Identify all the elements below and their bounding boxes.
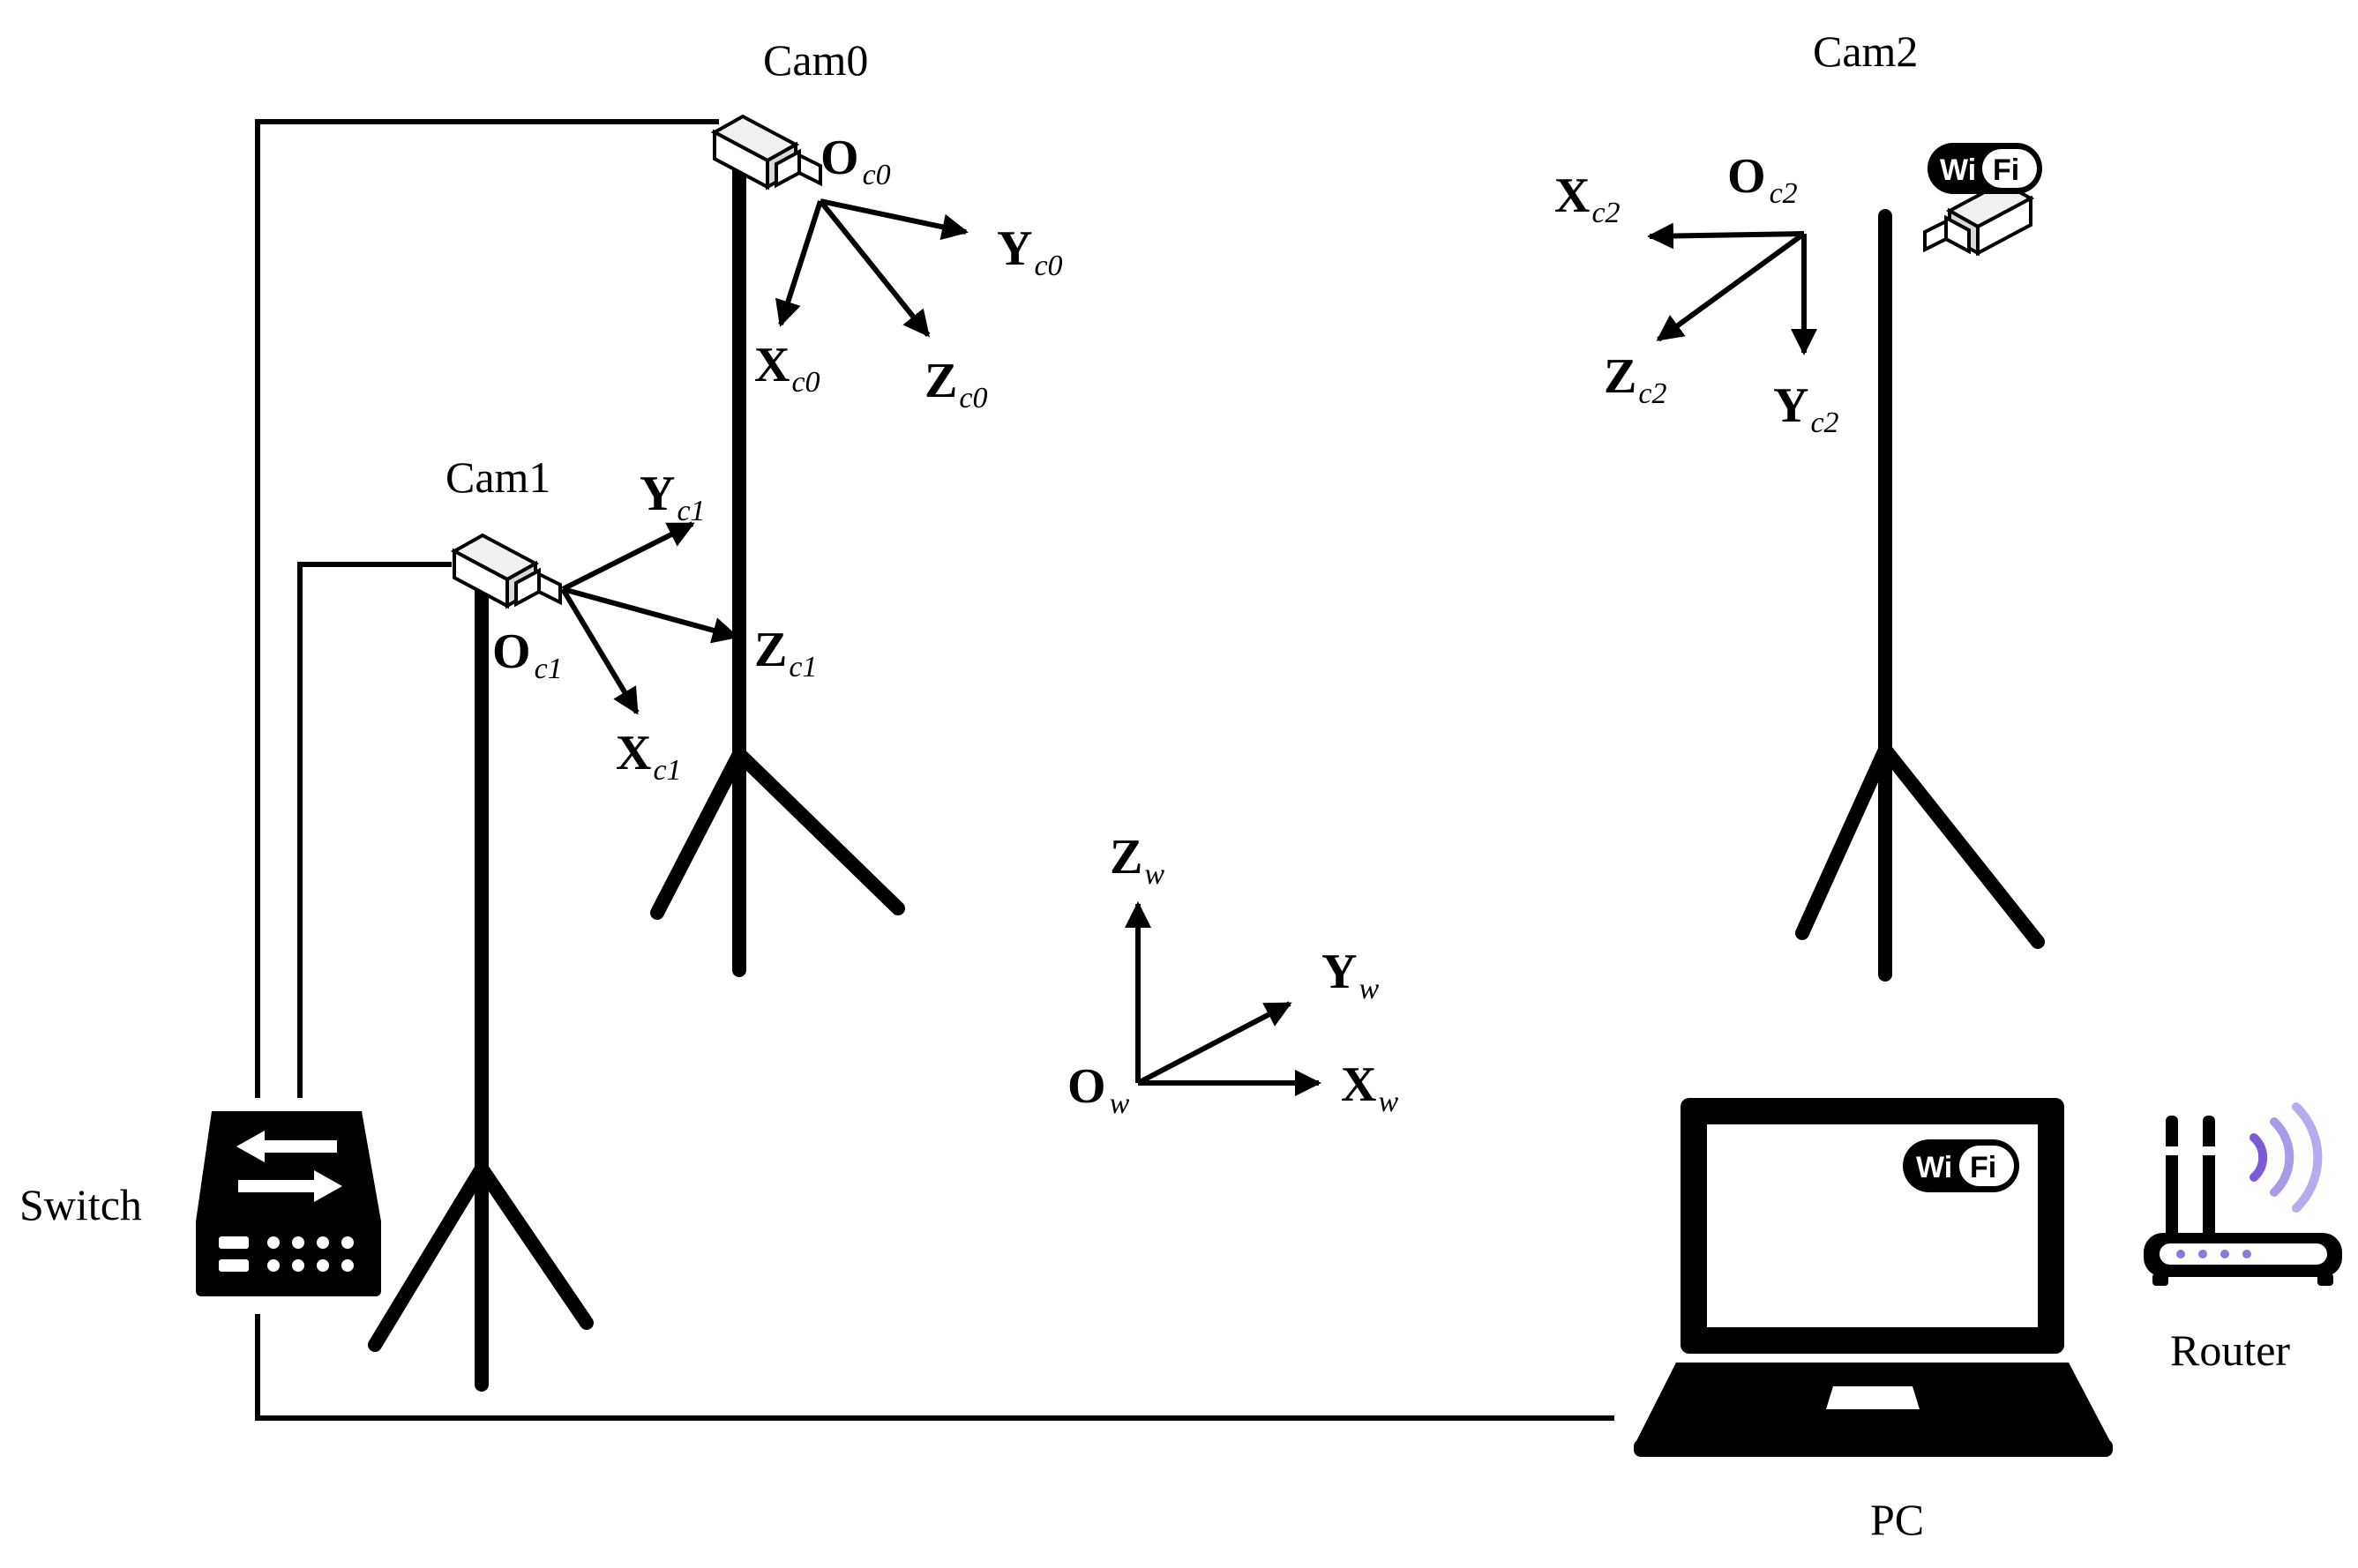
- cam0-label: Cam0: [763, 35, 868, 85]
- network-switch-icon: [196, 1111, 381, 1296]
- axis-z-c1-label: Zc1: [754, 623, 817, 683]
- frame-c2-axes: [1647, 222, 1817, 355]
- wifi-wi-text: Wi: [1940, 153, 1976, 187]
- camera-icon: [713, 115, 822, 189]
- frame-c0-axes: [775, 198, 969, 338]
- wifi-fi-text: Fi: [1993, 153, 2019, 187]
- pc-label: PC: [1870, 1495, 1924, 1544]
- wifi-fi-text: Fi: [1970, 1151, 1996, 1184]
- cam2-label: Cam2: [1813, 26, 1918, 76]
- wifi-wi-text: Wi: [1916, 1151, 1952, 1184]
- frame-w-axes: [1125, 901, 1321, 1096]
- tripod-icon: [368, 584, 594, 1392]
- wifi-badge-icon: Wi Fi: [1903, 1139, 2019, 1192]
- wifi-badge-icon: Wi Fi: [1928, 143, 2042, 194]
- axis-x-w-label: Xw: [1341, 1057, 1398, 1118]
- axis-x-c2-label: Xc2: [1554, 168, 1621, 229]
- axis-z-c0-label: Zc0: [924, 354, 987, 414]
- axis-y-c2-label: Yc2: [1773, 378, 1839, 439]
- router-icon: [2144, 1102, 2342, 1286]
- frame-c1-axes: [560, 521, 739, 715]
- axis-y-w-label: Yw: [1321, 945, 1379, 1005]
- axis-x-c0-label: Xc0: [754, 338, 820, 399]
- axis-x-c1-label: Xc1: [616, 726, 682, 787]
- cam1-label: Cam1: [445, 452, 550, 502]
- axis-z-c2-label: Zc2: [1604, 349, 1666, 410]
- cable-pc: [255, 1314, 1614, 1421]
- switch-label: Switch: [19, 1180, 142, 1229]
- cable-cam0: [255, 119, 719, 1098]
- laptop-icon: [1634, 1098, 2113, 1457]
- axis-y-c0-label: Yc0: [997, 221, 1063, 282]
- switch-cables: [255, 119, 1614, 1421]
- axis-y-c1-label: Yc1: [640, 467, 706, 527]
- camera-icon: [453, 534, 562, 608]
- cable-cam1: [297, 562, 452, 1098]
- router-label: Router: [2170, 1325, 2290, 1375]
- tripod-icon: [650, 152, 905, 977]
- tripod-icon: [1795, 209, 2045, 982]
- axis-z-w-label: Zw: [1110, 830, 1164, 891]
